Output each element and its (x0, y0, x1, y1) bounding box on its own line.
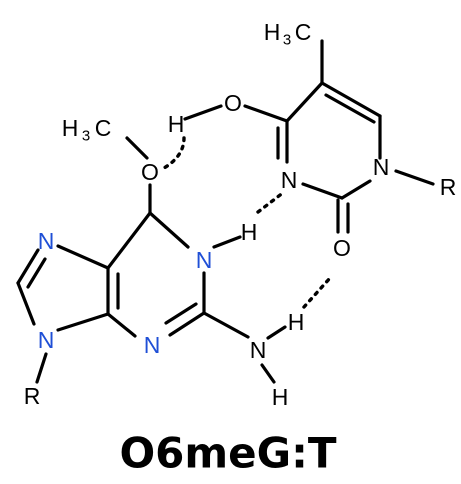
bond-n2-h1 (266, 325, 287, 340)
bond-c2-n3-double (164, 302, 198, 325)
diagram-title: O6meG:T (119, 429, 336, 478)
bond-c2-n3 (301, 182, 344, 200)
guanine-ring (16, 136, 287, 384)
bond-c2-n2 (202, 311, 250, 339)
bond-n3-c4 (106, 312, 137, 338)
methyl-top-subscript: 3 (283, 32, 291, 49)
guanine-n1-h: H (241, 219, 258, 245)
guanine-n2: N (250, 337, 267, 363)
methyl-top-c: C (295, 19, 312, 45)
bond-o4-h (183, 104, 223, 121)
bond-c2-n3 (168, 311, 206, 337)
methyl-top-h: H (264, 19, 281, 45)
bond-c5-c6-double (324, 93, 376, 124)
thymine-n1: N (373, 154, 390, 180)
thymine-ring (183, 39, 435, 234)
bond-c5-c6 (320, 81, 382, 118)
guanine-n9: N (38, 327, 55, 353)
thymine-o4: O (224, 90, 242, 116)
bond-n1-c2 (340, 179, 372, 200)
bond-c5-c6 (106, 211, 152, 270)
guanine-n1: N (196, 247, 213, 273)
bond-n1-h (212, 235, 242, 249)
hydrogen-bonds (162, 136, 332, 309)
hbond-o6-ho4 (162, 136, 186, 170)
hbond-n2h-o2 (302, 276, 332, 309)
bond-n7-c8 (16, 248, 40, 285)
bond-c8-n9 (16, 281, 36, 326)
methyl-left-c: C (95, 115, 112, 141)
guanine-n3: N (144, 332, 161, 358)
methyl-left-h: H (62, 115, 79, 141)
bond-c6-n1 (148, 211, 190, 249)
thymine-hydroxyl-h: H (168, 111, 185, 137)
bond-n9-c4 (56, 312, 110, 332)
bond-c5-n7 (56, 244, 110, 270)
guanine-n2-h1: H (288, 309, 305, 335)
bond-c4-o4 (243, 104, 289, 123)
bond-n1-r (394, 169, 435, 186)
bond-methyl-o6 (125, 136, 149, 160)
bond-c4-c5 (285, 81, 324, 123)
bond-n2-h2 (260, 363, 276, 384)
thymine-o2: O (333, 235, 351, 261)
guanine-r: R (24, 383, 41, 409)
bond-n7-c8-double (26, 257, 47, 289)
methyl-left-subscript: 3 (82, 128, 90, 145)
thymine-r: R (440, 174, 457, 200)
guanine-o6: O (141, 159, 159, 185)
guanine-n2-h2: H (272, 384, 289, 410)
bond-n9-r (35, 352, 48, 384)
thymine-n3: N (281, 167, 298, 193)
hbond-n1h-n3 (256, 190, 286, 214)
guanine-n7: N (38, 228, 55, 254)
